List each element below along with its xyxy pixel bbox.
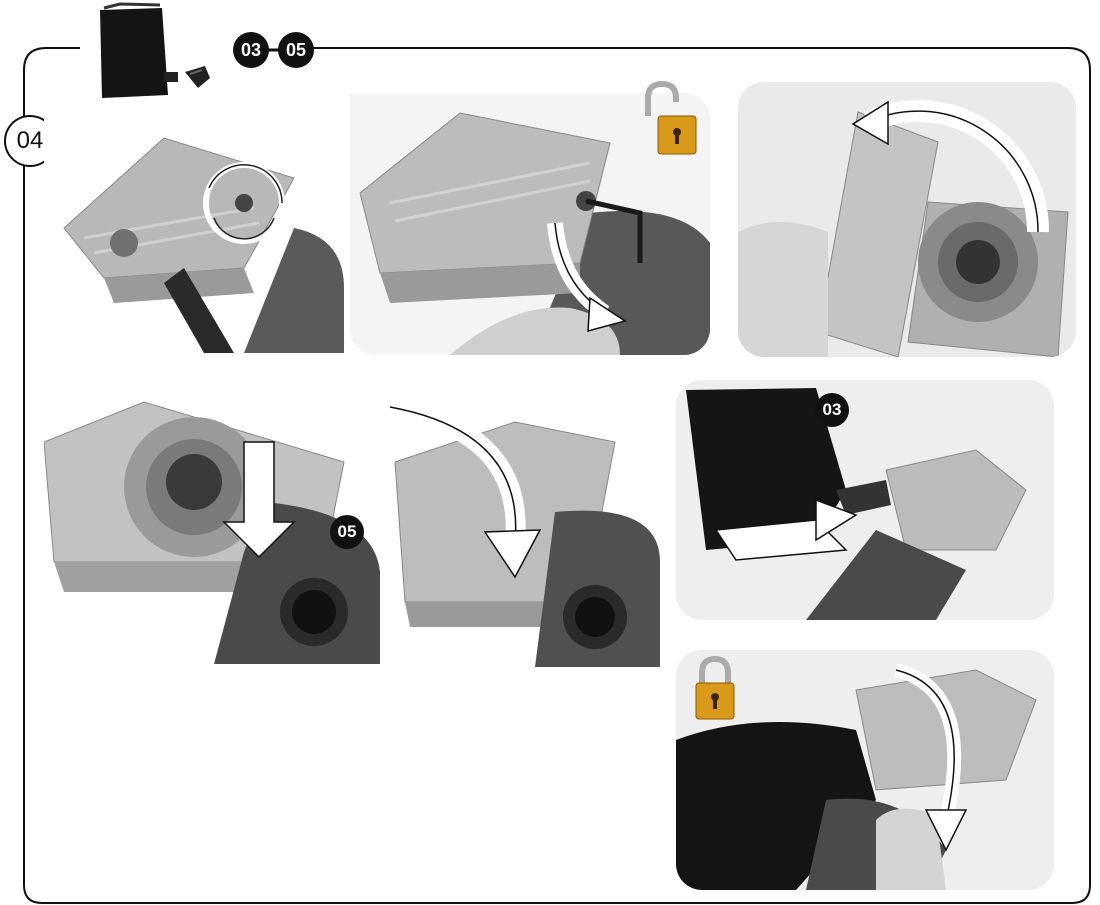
- accessory-ref-marker-last: 05: [278, 32, 314, 68]
- photo-panel-3-open-cover: [738, 82, 1076, 357]
- callout-dust-port-marker: 05: [330, 515, 364, 549]
- photo-panel-4-dust-port: [44, 392, 380, 664]
- callout-dust-bag-marker: 03: [815, 393, 849, 427]
- dust-bag-accessory-thumbnail: [100, 2, 210, 98]
- padlock-open-icon: [645, 80, 697, 155]
- photo-panel-7-lock: [676, 650, 1054, 890]
- photo-panel-6-attach-dust-bag: [676, 380, 1054, 620]
- photo-panel-1-loosen-bolt: [44, 118, 344, 353]
- padlock-closed-icon: [695, 655, 735, 720]
- accessory-ref-marker-first: 03: [233, 32, 269, 68]
- photo-panel-5-close-cover: [385, 392, 660, 667]
- photo-panel-2-unlock: [350, 93, 710, 355]
